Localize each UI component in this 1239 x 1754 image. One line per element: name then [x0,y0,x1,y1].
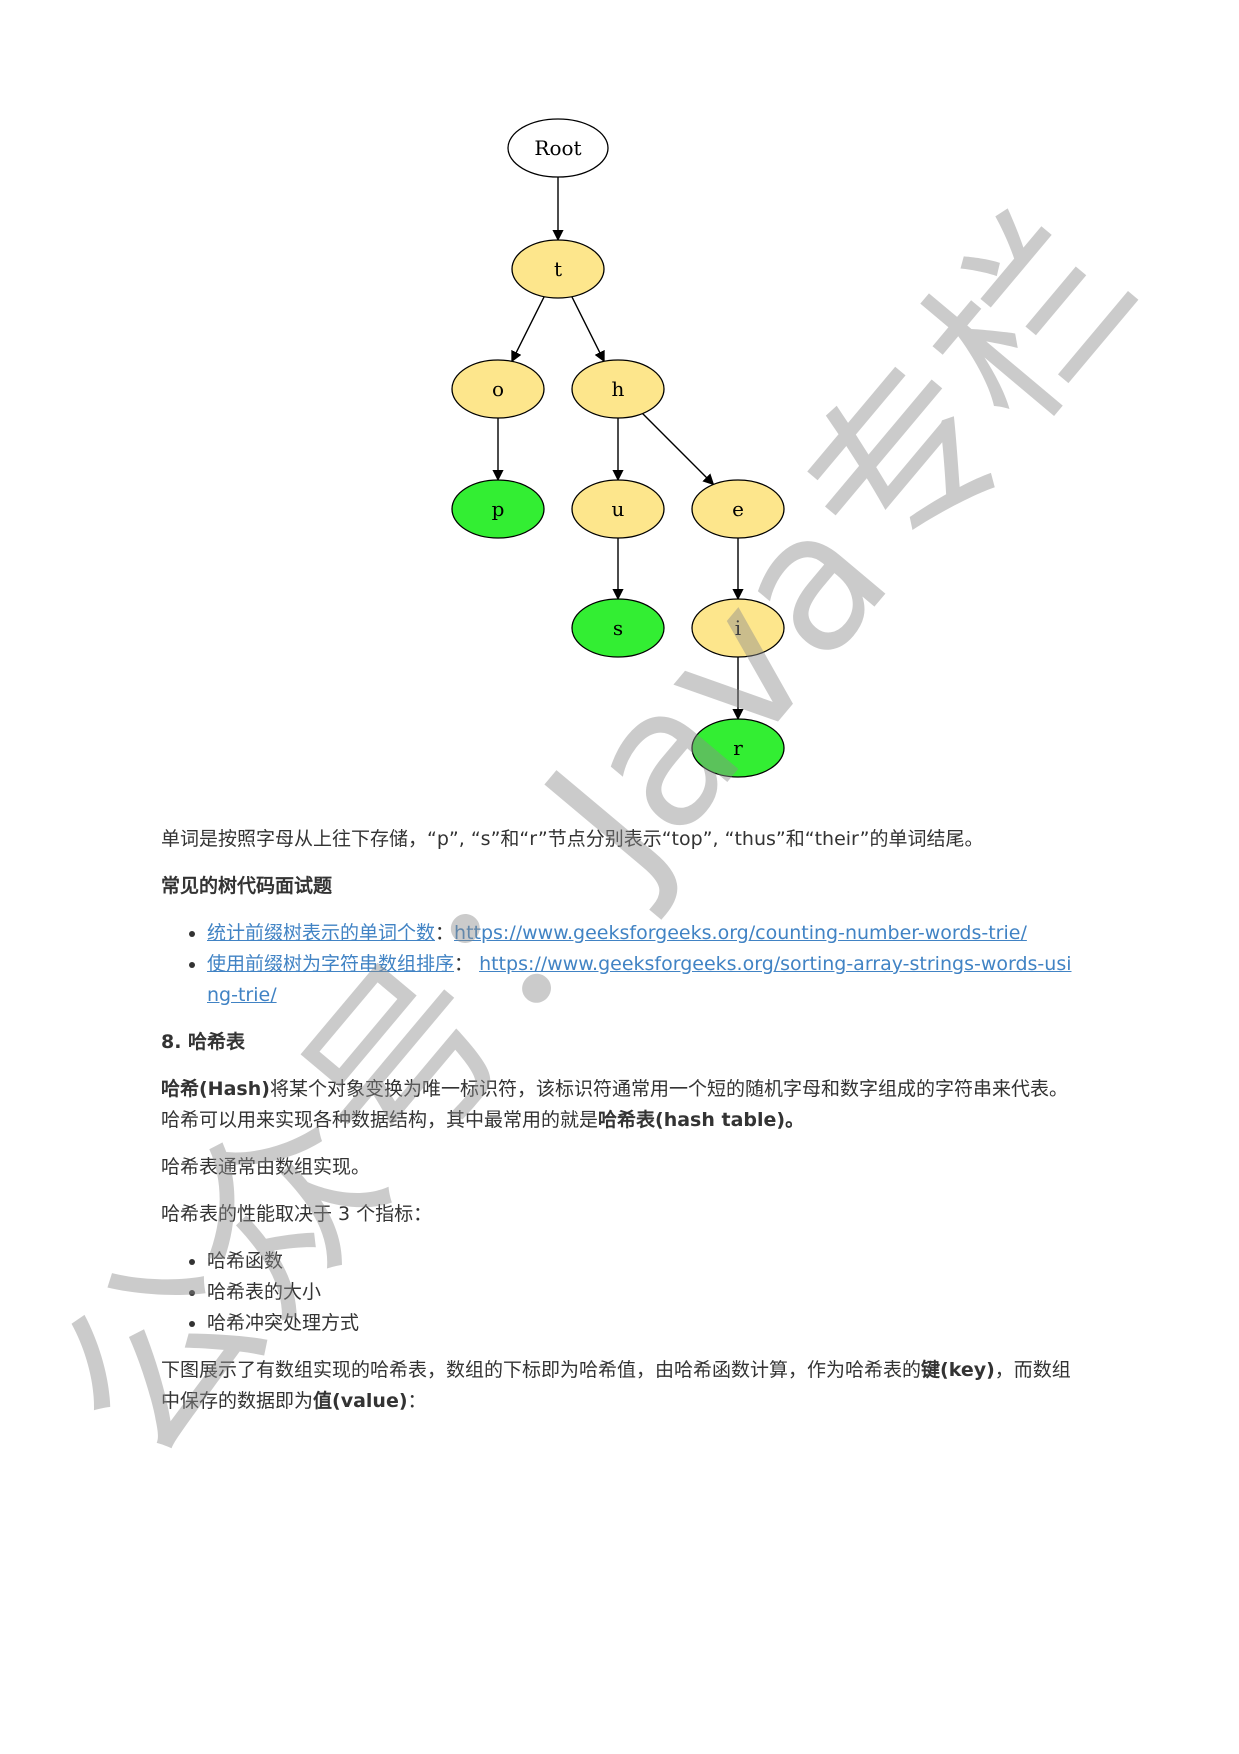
list-item: 统计前缀树表示的单词个数：https://www.geeksforgeeks.o… [207,918,1081,949]
hash-figure-paragraph: 下图展示了有数组实现的哈希表，数组的下标即为哈希值，由哈希函数计算，作为哈希表的… [161,1355,1081,1417]
hash-figure-end: ： [407,1390,427,1412]
article-body: 单词是按照字母从上往下存储，“p”, “s”和“r”节点分别表示“top”, “… [161,824,1081,1433]
value-term: 值(value) [313,1390,408,1412]
node-label-e: e [732,497,744,521]
link-sorting-strings-url[interactable]: https://www.geeksforgeeks.org/sorting-ar… [207,953,1072,1006]
node-i: i [691,598,785,658]
node-s: s [571,598,665,658]
node-shape-h [571,359,665,419]
link-separator: ： [454,953,480,975]
node-label-o: o [492,377,504,401]
interview-heading: 常见的树代码面试题 [161,875,333,897]
node-shape-p [451,479,545,539]
node-label-s: s [613,616,623,640]
node-t: t [511,239,605,299]
node-p: p [451,479,545,539]
edge-t-o [511,296,545,363]
node-label-root: Root [534,136,581,160]
node-e: e [691,479,785,539]
edge-h-e [642,413,715,486]
node-label-r: r [733,736,743,760]
list-item: 哈希函数 [207,1246,1081,1277]
node-label-u: u [612,497,625,521]
node-label-h: h [612,377,625,401]
node-o: o [451,359,545,419]
trie-edges [492,177,744,721]
hash-intro-paragraph: 哈希(Hash)将某个对象变换为唯一标识符，该标识符通常用一个短的随机字母和数字… [161,1074,1081,1136]
node-r: r [691,718,785,778]
node-shape-e [691,479,785,539]
node-shape-u [571,479,665,539]
node-label-i: i [735,616,741,640]
node-label-p: p [492,497,505,521]
node-shape-s [571,598,665,658]
trie-nodes: Root t o h p u e s i r [451,118,785,778]
node-shape-t [511,239,605,299]
link-counting-words-title[interactable]: 统计前缀树表示的单词个数 [207,922,436,944]
edge-t-h [571,296,605,363]
hash-performance-paragraph: 哈希表的性能取决于 3 个指标： [161,1203,433,1225]
list-item: 使用前缀树为字符串数组排序： https://www.geeksforgeeks… [207,949,1081,1011]
hash-intro-end: 。 [785,1109,805,1131]
node-shape-o [451,359,545,419]
section-heading-hash-table: 8. 哈希表 [161,1031,246,1053]
node-shape-i [691,598,785,658]
key-term: 键(key) [921,1359,995,1381]
trie-diagram: Root t o h p u e s i r [451,118,785,778]
hash-intro-text: 将某个对象变换为唯一标识符，该标识符通常用一个短的随机字母和数字组成的字符串来代… [161,1078,1068,1131]
hash-term: 哈希(Hash) [161,1078,270,1100]
hash-table-term: 哈希表(hash table) [598,1109,786,1131]
link-separator: ： [435,922,455,944]
hash-factor-list: 哈希函数 哈希表的大小 哈希冲突处理方式 [161,1246,1081,1339]
list-item: 哈希表的大小 [207,1277,1081,1308]
node-shape-root [507,118,609,178]
hash-figure-text2: ，而数组中保存的数据即为 [161,1359,1071,1412]
node-label-t: t [554,257,562,281]
interview-link-list: 统计前缀树表示的单词个数：https://www.geeksforgeeks.o… [161,918,1081,1011]
node-u: u [571,479,665,539]
node-shape-r [691,718,785,778]
list-item: 哈希冲突处理方式 [207,1308,1081,1339]
hash-figure-text: 下图展示了有数组实现的哈希表，数组的下标即为哈希值，由哈希函数计算，作为哈希表的 [161,1359,922,1381]
node-h: h [571,359,665,419]
trie-caption: 单词是按照字母从上往下存储，“p”, “s”和“r”节点分别表示“top”, “… [161,828,984,850]
hash-array-paragraph: 哈希表通常由数组实现。 [161,1156,371,1178]
node-root: Root [507,118,609,178]
link-sorting-strings-title[interactable]: 使用前缀树为字符串数组排序 [207,953,455,975]
link-counting-words-url[interactable]: https://www.geeksforgeeks.org/counting-n… [454,922,1027,944]
